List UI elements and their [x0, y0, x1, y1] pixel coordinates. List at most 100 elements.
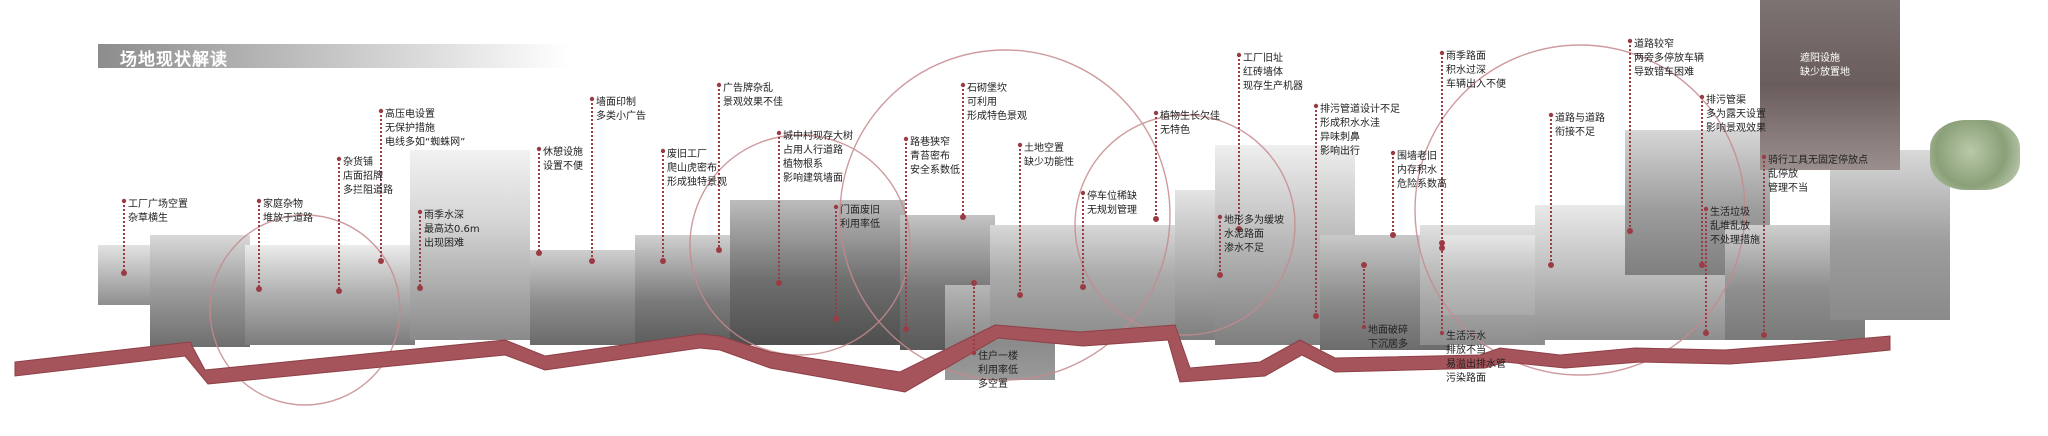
annotation-line: 高压电设置 [385, 109, 435, 120]
annotation-line: 植物生长欠佳 [1160, 111, 1220, 122]
photo-power-poles [410, 150, 530, 340]
annotation-line: 休憩设施 [543, 147, 583, 158]
annotation-label: 停车位稀缺无规划管理 [1087, 190, 1137, 218]
guide-dot [660, 148, 666, 154]
annotation-line: 设置不便 [543, 161, 583, 172]
annotation-line: 导致错车困难 [1634, 67, 1694, 78]
guide-dot [256, 198, 262, 204]
guide-dot [903, 326, 909, 332]
annotation-line: 出现困难 [424, 238, 464, 249]
guide-dot [1080, 190, 1086, 196]
guide-dot [536, 250, 542, 256]
guide-dot [716, 82, 722, 88]
annotation-line: 利用率低 [840, 219, 880, 230]
guide-dot [1313, 313, 1319, 319]
annotation-line: 无保护措施 [385, 123, 435, 134]
annotation-line: 堆放于道路 [263, 213, 313, 224]
guide-dot [589, 96, 595, 102]
annotation-line: 停车位稀缺 [1087, 191, 1137, 202]
annotation-line: 遮阳设施 [1800, 53, 1840, 64]
photo-household-clutter [150, 235, 250, 347]
guide-dot [716, 247, 722, 253]
annotation-line: 占用人行道路 [783, 145, 843, 156]
annotation-label: 排污管渠多为露天设置影响景观效果 [1706, 94, 1766, 136]
annotation-line: 衔接不足 [1555, 127, 1595, 138]
annotation-line: 围墙老旧 [1397, 151, 1437, 162]
annotation-label: 排污管道设计不足形成积水水洼异味刺鼻影响出行 [1320, 103, 1400, 159]
guide-dot [1439, 330, 1445, 336]
annotation-label: 生活垃圾乱堆乱放不处理措施 [1710, 206, 1760, 248]
guide-dot [1439, 50, 1445, 56]
guide-dot [971, 280, 977, 286]
annotation-label: 路巷狭窄青苔密布安全系数低 [910, 136, 960, 178]
annotation-line: 安全系数低 [910, 165, 960, 176]
annotation-line: 渗水不足 [1224, 243, 1264, 254]
annotation-label: 门面废旧利用率低 [840, 204, 880, 232]
annotation-label: 地形多为缓坡水泥路面渗水不足 [1224, 214, 1284, 256]
annotation-line: 门面废旧 [840, 205, 880, 216]
annotation-line: 生活垃圾 [1710, 207, 1750, 218]
annotation-label: 家庭杂物堆放于道路 [263, 198, 313, 226]
focus-circles [209, 44, 1746, 406]
annotation-label: 高压电设置无保护措施电线多如“蜘蛛网” [385, 108, 465, 150]
guide-dot [1236, 52, 1242, 58]
guide-dot [121, 270, 127, 276]
guide-dot [1017, 142, 1023, 148]
annotation-line: 最高达0.6m [424, 224, 480, 235]
annotation-label: 植物生长欠佳无特色 [1160, 110, 1220, 138]
annotation-line: 多空置 [978, 379, 1008, 390]
annotation-line: 店面招牌 [343, 171, 383, 182]
annotation-line: 道路较窄 [1634, 39, 1674, 50]
photo-old-factory-ivy [635, 235, 735, 345]
annotation-line: 形成积水水洼 [1320, 118, 1380, 129]
annotation-label: 城中村现存大树占用人行道路植物根系影响建筑墙面 [783, 130, 853, 186]
annotation-line: 乱停放 [1768, 169, 1798, 180]
annotation-line: 形成特色景观 [967, 111, 1027, 122]
annotation-line: 骑行工具无固定停放点 [1768, 155, 1868, 166]
annotation-label: 骑行工具无固定停放点乱停放管理不当 [1768, 154, 1868, 196]
annotation-line: 缺少放置地 [1800, 67, 1850, 78]
annotation-label: 工厂广场空置杂草横生 [128, 198, 188, 226]
focus-circle-5 [1414, 44, 1746, 376]
guide-dot [1761, 154, 1767, 160]
annotation-label: 遮阳设施缺少放置地 [1800, 52, 1850, 80]
annotation-line: 现存生产机器 [1243, 81, 1303, 92]
guide-dot [1548, 262, 1554, 268]
annotation-line: 道路与道路 [1555, 113, 1605, 124]
guide-dot [903, 136, 909, 142]
guide-dot [1236, 226, 1242, 232]
annotation-line: 住户一楼 [978, 351, 1018, 362]
guide-dot [833, 204, 839, 210]
guide-dot [1153, 110, 1159, 116]
guide-dot [1548, 112, 1554, 118]
annotation-line: 工厂广场空置 [128, 199, 188, 210]
annotation-line: 不处理措施 [1710, 235, 1760, 246]
annotation-line: 杂货铺 [343, 157, 373, 168]
annotation-line: 地面破碎 [1368, 325, 1408, 336]
guide-dot [1699, 94, 1705, 100]
guide-dot [1217, 214, 1223, 220]
annotation-line: 水泥路面 [1224, 229, 1264, 240]
guide-dot [960, 214, 966, 220]
guide-dot [256, 286, 262, 292]
guide-dot [1217, 272, 1223, 278]
annotation-label: 广告牌杂乱景观效果不佳 [723, 82, 783, 110]
annotation-line: 红砖墙体 [1243, 67, 1283, 78]
photo-alley-wall [530, 250, 640, 345]
guide-dot [776, 280, 782, 286]
annotation-label: 休憩设施设置不便 [543, 146, 583, 174]
guide-dot [660, 258, 666, 264]
guide-dot [589, 258, 595, 264]
annotation-line: 生活污水 [1446, 331, 1486, 342]
guide-dot [1153, 216, 1159, 222]
annotation-label: 围墙老旧内存积水危险系数高 [1397, 150, 1447, 192]
annotation-label: 生活污水排放不当易溢出排水管污染路面 [1446, 330, 1506, 386]
annotation-label: 道路与道路衔接不足 [1555, 112, 1605, 140]
annotation-line: 无特色 [1160, 125, 1190, 136]
annotation-line: 利用率低 [978, 365, 1018, 376]
annotation-label: 道路较窄两旁多停放车辆导致错车困难 [1634, 38, 1704, 80]
annotation-label: 雨季路面积水过深车辆出入不便 [1446, 50, 1506, 92]
guide-dot [121, 198, 127, 204]
